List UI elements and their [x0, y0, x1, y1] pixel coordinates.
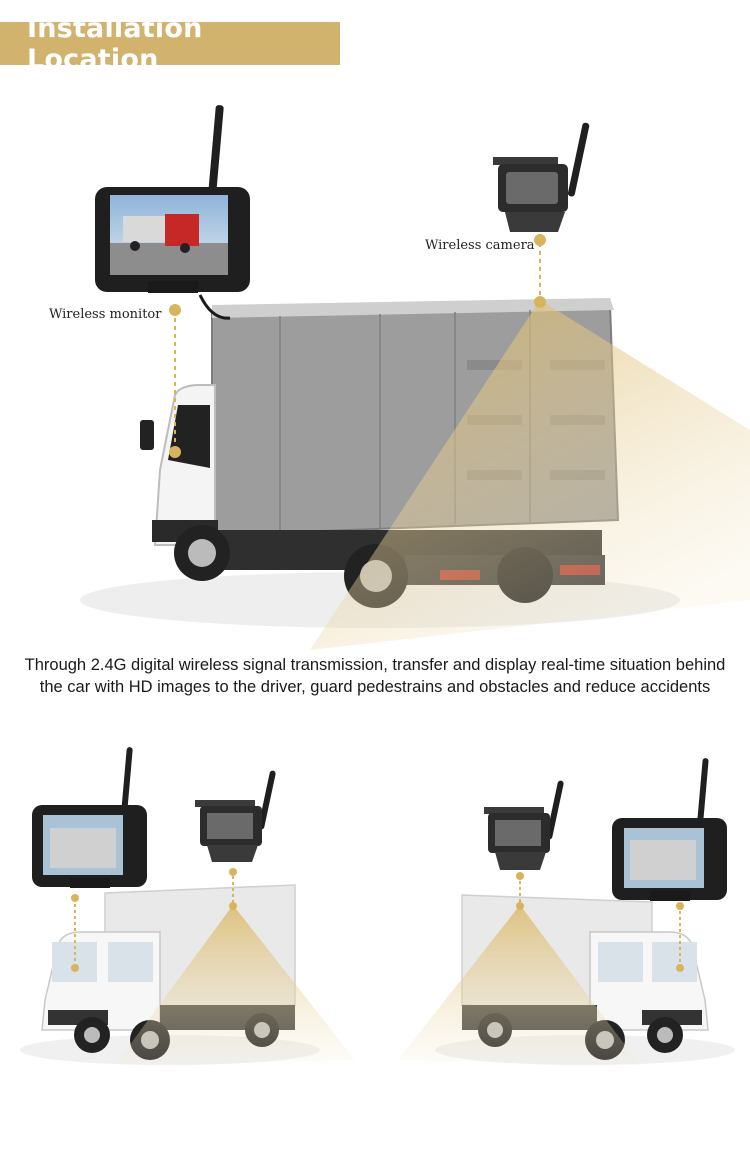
description-text: Through 2.4G digital wireless signal tra…: [24, 656, 726, 696]
wireless-monitor-icon: [95, 105, 250, 320]
antenna-icon: [567, 122, 590, 197]
wireless-camera-icon: [493, 122, 590, 232]
wireless-camera-label: Wireless camera: [425, 238, 535, 253]
page-title: Installation Location: [27, 12, 203, 75]
camera-view-beam: [310, 300, 750, 650]
scene-left: [20, 747, 355, 1065]
wireless-monitor-label: Wireless monitor: [49, 307, 162, 322]
title-banner: Installation Location: [0, 13, 340, 75]
antenna-icon: [207, 105, 224, 200]
scene-right: [398, 758, 735, 1065]
